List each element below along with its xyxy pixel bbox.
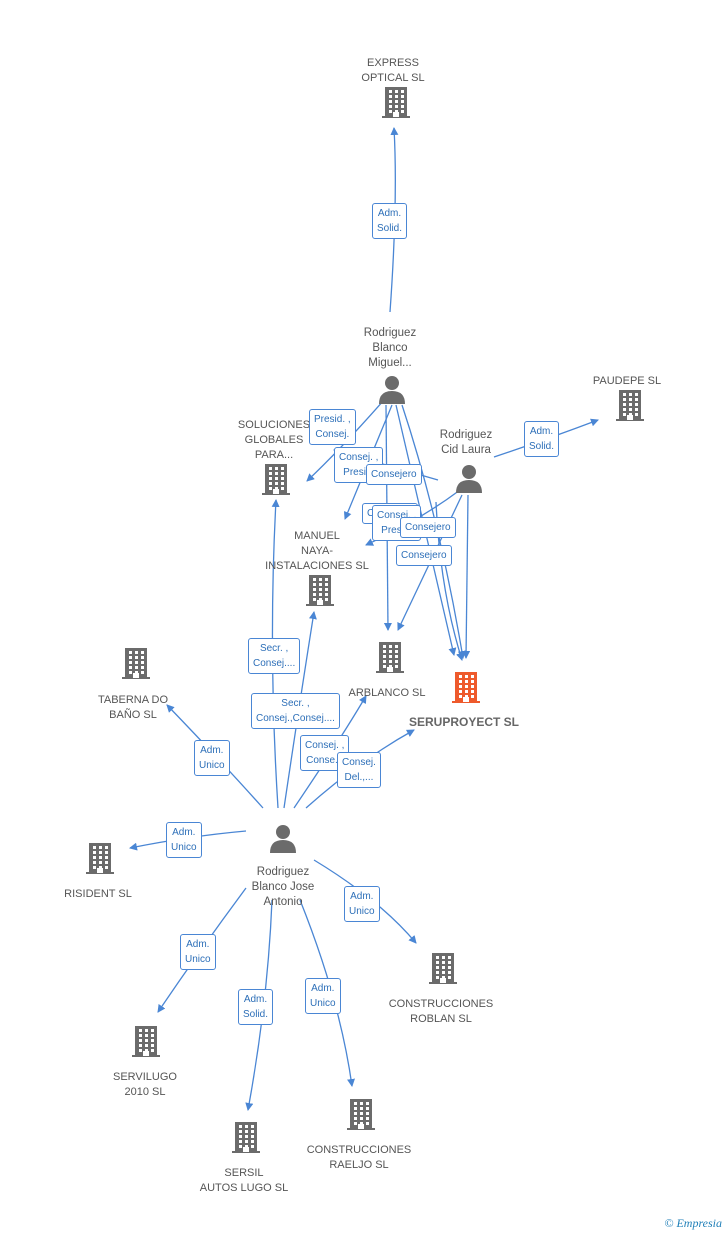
person-label[interactable]: Rodriguez Cid Laura — [439, 429, 493, 456]
company-label[interactable]: SERVILUGO 2010 SL — [113, 1071, 177, 1098]
company-label[interactable]: CONSTRUCCIONES ROBLAN SL — [388, 998, 494, 1025]
relation-label[interactable]: Secr. , Consej.... — [248, 638, 301, 674]
company-label[interactable]: ARBLANCO SL — [348, 687, 426, 699]
company-label[interactable]: SOLUCIONES GLOBALES PARA... — [237, 419, 311, 461]
building-icon[interactable] — [261, 462, 291, 496]
relation-label[interactable]: Adm. Solid. — [238, 989, 274, 1025]
relation-label[interactable]: Adm. Unico — [180, 934, 216, 970]
building-icon[interactable] — [121, 646, 151, 680]
relation-label[interactable]: Secr. , Consej.,Consej.... — [251, 693, 340, 729]
building-icon[interactable] — [131, 1024, 161, 1058]
person-label[interactable]: Rodriguez Blanco Jose Antonio — [251, 866, 315, 908]
person-label[interactable]: Rodriguez Blanco Miguel... — [363, 327, 417, 369]
person-icon[interactable] — [268, 823, 298, 853]
relation-label[interactable]: Adm. Unico — [344, 886, 380, 922]
company-label[interactable]: RISIDENT SL — [64, 888, 132, 900]
connection-arrow — [462, 494, 471, 659]
connection-arrow — [306, 399, 385, 482]
relation-label[interactable]: Adm. Unico — [166, 822, 202, 858]
relation-label[interactable]: Consej. Del.,... — [337, 752, 381, 788]
relation-label[interactable]: Adm. Solid. — [372, 203, 408, 239]
relation-label[interactable]: Consejero — [366, 464, 422, 485]
relation-label[interactable]: Adm. Unico — [305, 978, 341, 1014]
company-label[interactable]: TABERNA DO BAÑO SL — [97, 694, 169, 721]
building-icon[interactable] — [451, 670, 481, 704]
company-label[interactable]: PAUDEPE SL — [592, 375, 662, 387]
building-icon[interactable] — [305, 573, 335, 607]
building-icon[interactable] — [346, 1097, 376, 1131]
relation-label[interactable]: Adm. Unico — [194, 740, 230, 776]
person-icon[interactable] — [377, 374, 407, 404]
watermark: © Empresia — [664, 1216, 722, 1230]
relation-label[interactable]: Presid. , Consej. — [309, 409, 356, 445]
company-label[interactable]: MANUEL NAYA- INSTALACIONES SL — [265, 530, 369, 572]
building-icon[interactable] — [381, 85, 411, 119]
building-icon[interactable] — [428, 951, 458, 985]
company-label[interactable]: SERUPROYECT SL — [408, 715, 519, 729]
building-icon[interactable] — [85, 841, 115, 875]
company-label[interactable]: CONSTRUCCIONES RAELJO SL — [306, 1144, 412, 1171]
relation-label[interactable]: Consejero — [396, 545, 452, 566]
company-label[interactable]: SERSIL AUTOS LUGO SL — [199, 1167, 289, 1194]
relation-label[interactable]: Consejero — [400, 517, 456, 538]
building-icon[interactable] — [375, 640, 405, 674]
building-icon[interactable] — [615, 388, 645, 422]
building-icon[interactable] — [231, 1120, 261, 1154]
person-icon[interactable] — [454, 463, 484, 493]
company-label[interactable]: EXPRESS OPTICAL SL — [361, 57, 425, 84]
relation-label[interactable]: Adm. Solid. — [524, 421, 560, 457]
